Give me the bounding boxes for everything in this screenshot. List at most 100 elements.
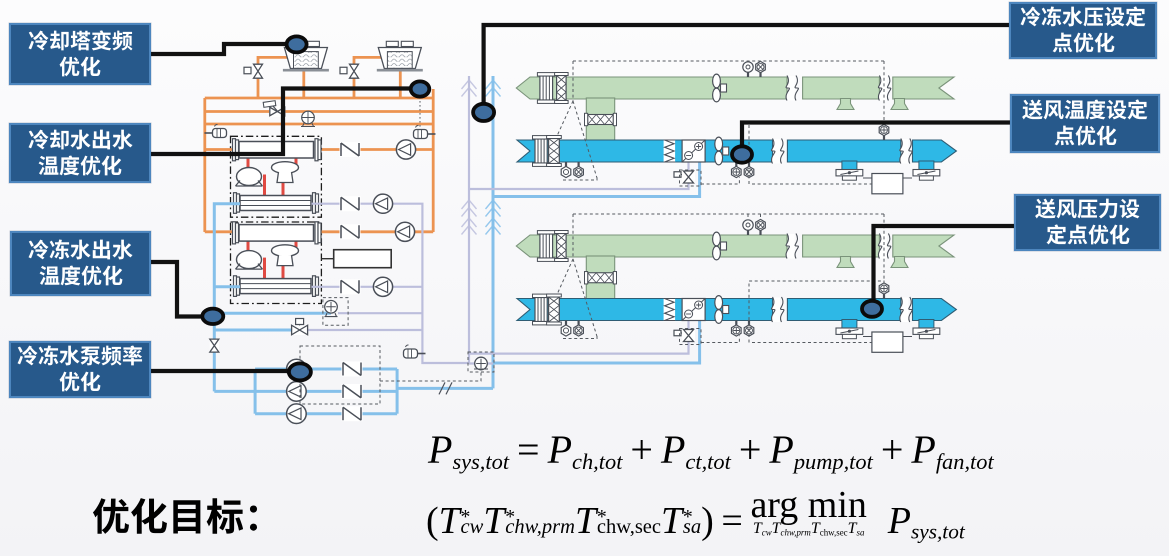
duct-sensor-icon xyxy=(878,123,890,140)
check-valve-icon xyxy=(339,196,361,212)
callout-label-line: 定点优化 xyxy=(1046,224,1130,247)
callout-chilled-water-pump-freq: 冷冻水泵频率 优化 xyxy=(9,341,151,398)
callout-connector xyxy=(739,120,1010,147)
callout-connector xyxy=(481,22,1009,104)
filter-icon xyxy=(663,139,676,163)
sensor-icon xyxy=(324,299,338,318)
sensor-icon xyxy=(560,324,572,337)
chiller-plant xyxy=(203,40,702,425)
duct-sensor-icon xyxy=(560,320,572,337)
optimization-point-dot xyxy=(730,144,754,165)
cooling-coil-icon xyxy=(681,139,706,163)
return-grille-icon xyxy=(836,255,855,269)
check-valve-icon xyxy=(341,406,363,422)
control-box xyxy=(322,297,349,326)
equation-total-power: Psys,tot=Pch,tot+Pct,tot+Ppump,tot+Pfan,… xyxy=(428,427,994,474)
callout-chilled-water-pressure-setpoint: 冷冻水压设定 点优化 xyxy=(1009,2,1157,59)
fan-icon xyxy=(711,231,728,261)
callout-label-line: 冷却塔变频 xyxy=(28,30,133,53)
instrument-icon xyxy=(402,344,426,359)
damper-icon xyxy=(532,293,551,326)
chilled-water-pipes xyxy=(212,76,702,416)
filter-icon xyxy=(546,135,562,167)
pump-icon xyxy=(285,403,307,425)
sensor-icon xyxy=(573,324,585,337)
vav-terminal-icon xyxy=(835,160,864,181)
valve-icon xyxy=(682,170,695,184)
equipment-box xyxy=(332,248,393,269)
valve-icon xyxy=(252,63,264,79)
evaporator-barrel-icon xyxy=(232,192,320,214)
return-grille-icon xyxy=(890,97,909,111)
pipe-continuation-icon xyxy=(484,78,502,97)
duct-break-icon xyxy=(877,233,892,259)
callout-connector xyxy=(150,86,411,157)
callout-condenser-water-temp: 冷却水出水 温度优化 xyxy=(9,123,151,183)
ahu-1 xyxy=(515,60,958,195)
pipe-continuation-icon xyxy=(484,198,502,217)
valve-actuator-icon xyxy=(243,66,252,75)
check-valve-icon xyxy=(339,224,361,240)
optimization-point-dot xyxy=(471,101,497,123)
instrument-icon xyxy=(204,124,228,139)
instrument-icon xyxy=(412,125,436,140)
damper-icon xyxy=(536,230,556,262)
sensor-icon xyxy=(474,356,488,371)
valve-icon xyxy=(290,324,309,336)
ahu-2 xyxy=(515,213,958,353)
fan-icon xyxy=(714,295,730,325)
filter-icon xyxy=(554,230,569,262)
optimization-point-dot xyxy=(200,306,226,326)
sensor-icon xyxy=(573,165,585,179)
callout-connector xyxy=(871,223,1014,302)
check-valve-icon xyxy=(341,361,363,377)
duct-sensor-icon xyxy=(755,218,766,235)
sensor-icon xyxy=(755,218,766,232)
vav-terminal-icon xyxy=(912,160,941,181)
compressor-icon xyxy=(234,249,264,270)
objective-label: 优化目标： xyxy=(92,497,282,538)
duct-sensor-icon xyxy=(755,60,766,77)
control-lines xyxy=(556,213,885,345)
supply-air-duct xyxy=(515,297,958,322)
pipe-continuation-icon xyxy=(460,198,478,217)
optimization-point-dot xyxy=(286,361,313,383)
callout-label-line: 温度优化 xyxy=(38,155,122,178)
duct-break-icon xyxy=(785,233,799,259)
control-box xyxy=(467,351,495,373)
compressor-icon xyxy=(270,160,300,184)
control-line xyxy=(380,372,482,382)
callout-chilled-water-temp: 冷冻水出水 温度优化 xyxy=(10,231,151,296)
valve-icon xyxy=(682,328,695,343)
sensor-icon xyxy=(560,165,572,179)
pump-icon xyxy=(372,193,394,215)
pipe-continuation-icon xyxy=(460,216,478,235)
duct-sensor-icon xyxy=(730,320,742,337)
pump-icon xyxy=(395,139,417,160)
valve-icon xyxy=(208,338,221,353)
optimization-point-dot xyxy=(860,298,884,319)
sensor-icon xyxy=(878,282,890,295)
valve-actuator-icon xyxy=(295,317,305,326)
vav-terminal-icon xyxy=(912,319,941,340)
flow-sensor-icon xyxy=(301,110,315,127)
compressor-icon xyxy=(234,166,264,187)
duct-break-icon xyxy=(899,296,913,323)
callout-connector xyxy=(151,259,203,319)
valve-icon xyxy=(348,63,360,79)
duct-sensor-icon xyxy=(742,219,754,235)
sensor-icon xyxy=(730,165,742,179)
duct-break-icon xyxy=(877,75,892,101)
duct-break-icon xyxy=(785,75,799,101)
duct-break-icon xyxy=(770,296,785,323)
check-valve-icon xyxy=(339,279,361,295)
cooling-coil-icon xyxy=(681,297,706,322)
condenser-water-pipes xyxy=(203,56,435,234)
duct-break-icon xyxy=(770,138,785,164)
evaporator-barrel-icon xyxy=(232,275,320,297)
callout-label-line: 送风压力设 xyxy=(1035,198,1140,221)
duct-sensor-icon xyxy=(560,162,572,179)
